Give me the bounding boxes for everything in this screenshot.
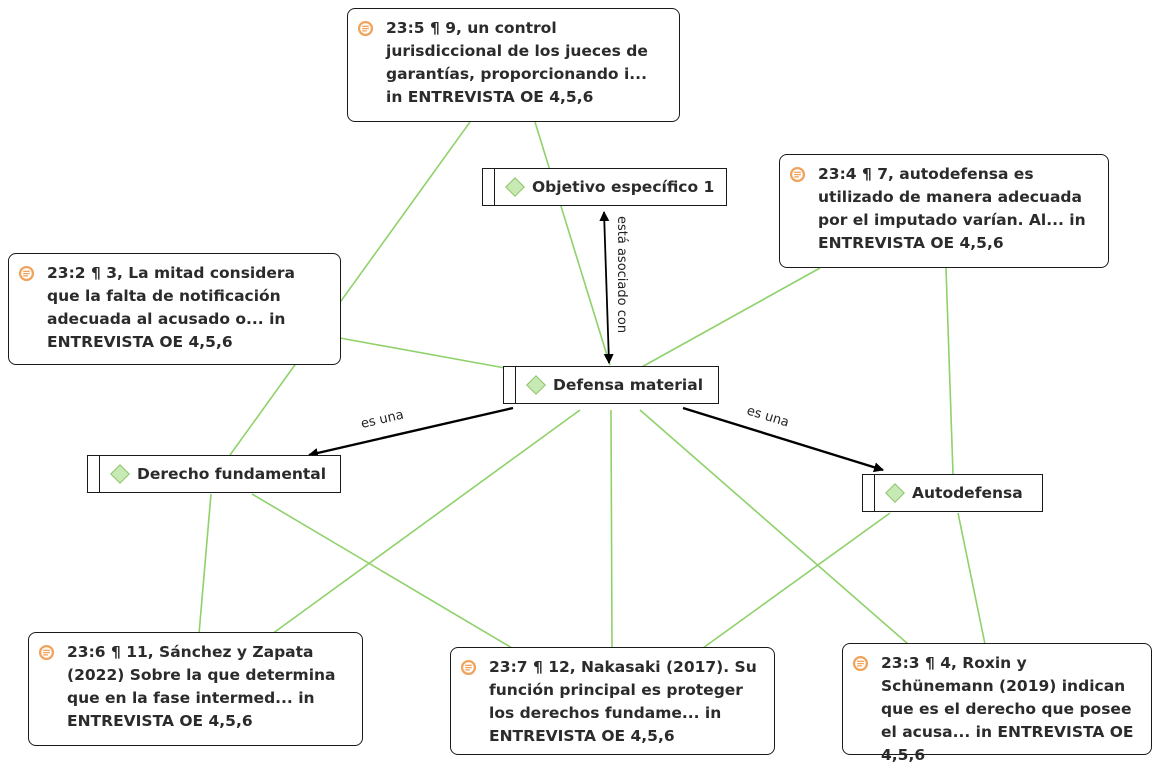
quote-text: 23:2 ¶ 3, La mitad considera que la falt… xyxy=(47,264,295,351)
quotation-icon xyxy=(357,20,374,37)
quote-text: 23:4 ¶ 7, autodefensa es utilizado de ma… xyxy=(818,165,1086,252)
link-autodefensa-q237 xyxy=(702,512,891,649)
code-label: Defensa material xyxy=(553,376,704,394)
code-label: Objetivo específico 1 xyxy=(532,178,715,196)
relation-es-una-right-arrow xyxy=(682,406,884,473)
code-diamond-icon xyxy=(110,464,130,484)
quotation-icon xyxy=(18,265,35,282)
relation-label-es-una-right: es una xyxy=(745,403,791,430)
link-q234-defensa xyxy=(639,267,821,369)
quote-node-23-2[interactable]: 23:2 ¶ 3, La mitad considera que la falt… xyxy=(8,253,341,365)
link-derecho-q236 xyxy=(198,493,212,635)
link-defensa-q236 xyxy=(271,409,581,635)
quotation-icon xyxy=(460,659,477,676)
quotation-icon xyxy=(789,166,806,183)
code-label: Derecho fundamental xyxy=(137,465,327,483)
relation-label-asociado: está asociado con xyxy=(614,216,629,333)
code-node-autodefensa[interactable]: Autodefensa xyxy=(862,474,1043,512)
quote-text: 23:3 ¶ 4, Roxin y Schünemann (2019) indi… xyxy=(881,654,1134,764)
link-defensa-q237 xyxy=(610,409,613,649)
quote-node-23-7[interactable]: 23:7 ¶ 12, Nakasaki (2017). Su función p… xyxy=(450,647,775,755)
code-diamond-icon xyxy=(505,177,525,197)
quotation-icon xyxy=(38,644,55,661)
code-diamond-icon xyxy=(885,483,905,503)
quote-node-23-5[interactable]: 23:5 ¶ 9, un control jurisdiccional de l… xyxy=(347,8,680,122)
quote-node-23-6[interactable]: 23:6 ¶ 11, Sánchez y Zapata (2022) Sobre… xyxy=(28,632,363,746)
code-diamond-icon xyxy=(526,375,546,395)
quotation-icon xyxy=(852,655,869,672)
code-label: Autodefensa xyxy=(912,484,1023,502)
relation-asociado-arrow xyxy=(599,211,614,364)
relation-label-es-una-left: es una xyxy=(360,408,406,432)
link-defensa-q233 xyxy=(639,409,909,645)
code-node-derecho-fundamental[interactable]: Derecho fundamental xyxy=(87,455,341,493)
quote-node-23-3[interactable]: 23:3 ¶ 4, Roxin y Schünemann (2019) indi… xyxy=(842,643,1152,764)
code-node-defensa-material[interactable]: Defensa material xyxy=(503,366,719,404)
quote-node-23-4[interactable]: 23:4 ¶ 7, autodefensa es utilizado de ma… xyxy=(779,154,1109,268)
quote-text: 23:6 ¶ 11, Sánchez y Zapata (2022) Sobre… xyxy=(67,643,336,730)
code-node-objetivo-especifico-1[interactable]: Objetivo específico 1 xyxy=(482,168,727,206)
link-autodefensa-q233 xyxy=(957,512,986,645)
quote-text: 23:7 ¶ 12, Nakasaki (2017). Su función p… xyxy=(489,658,757,745)
link-q235-defensa xyxy=(534,121,611,366)
link-derecho-q237 xyxy=(251,493,513,649)
link-q234-autodefensa xyxy=(945,267,954,475)
quote-text: 23:5 ¶ 9, un control jurisdiccional de l… xyxy=(386,19,648,106)
link-q235-derecho xyxy=(229,121,471,456)
relation-es-una-left-arrow xyxy=(308,406,514,458)
link-q232-defensa xyxy=(339,337,506,369)
